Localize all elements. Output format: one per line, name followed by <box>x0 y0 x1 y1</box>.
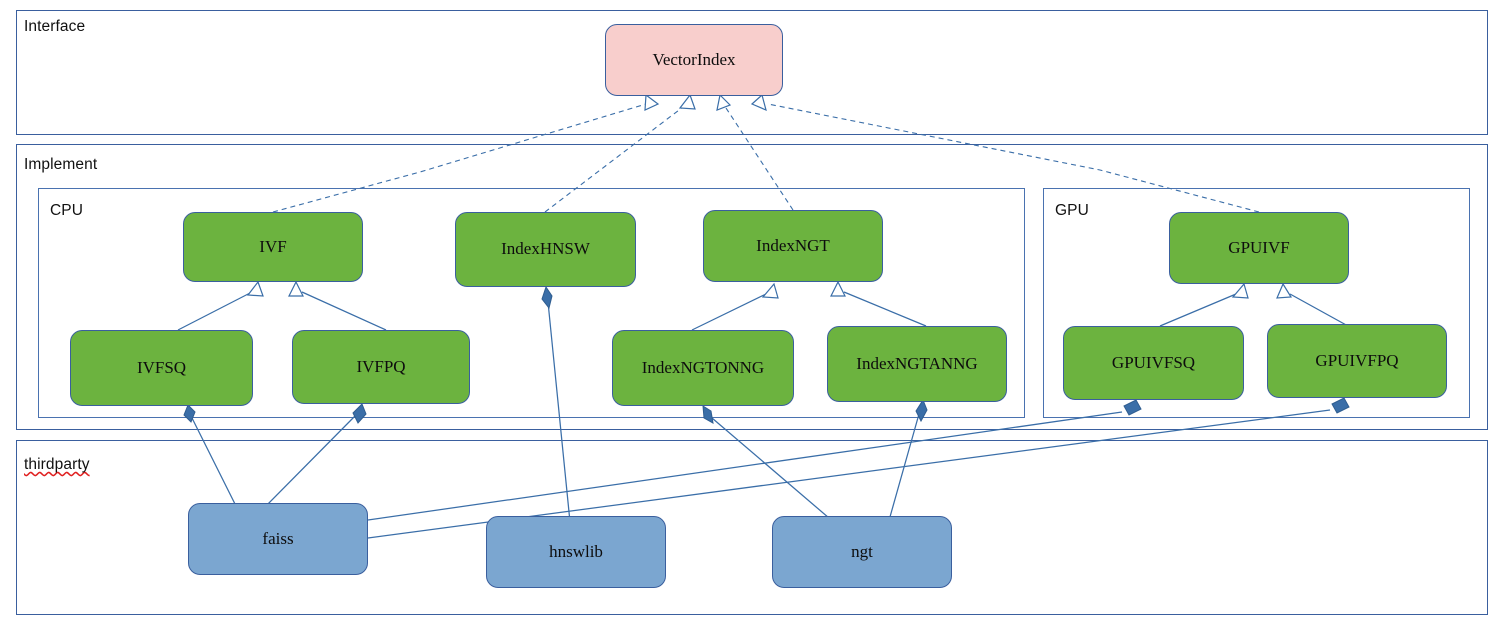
node-indexngtanng[interactable]: IndexNGTANNG <box>827 326 1007 402</box>
node-indexhnsw[interactable]: IndexHNSW <box>455 212 636 287</box>
node-ivfpq[interactable]: IVFPQ <box>292 330 470 404</box>
container-label-thirdparty: thirdparty <box>24 456 90 473</box>
node-vectorindex[interactable]: VectorIndex <box>605 24 783 96</box>
node-gpuivfpq[interactable]: GPUIVFPQ <box>1267 324 1447 398</box>
subcontainer-label-cpu: CPU <box>50 202 84 219</box>
node-faiss[interactable]: faiss <box>188 503 368 575</box>
container-label-interface: Interface <box>24 18 86 35</box>
node-indexngt[interactable]: IndexNGT <box>703 210 883 282</box>
subcontainer-label-gpu: GPU <box>1055 202 1089 219</box>
node-gpuivfsq[interactable]: GPUIVFSQ <box>1063 326 1244 400</box>
node-ivfsq[interactable]: IVFSQ <box>70 330 253 406</box>
node-ivf[interactable]: IVF <box>183 212 363 282</box>
node-indexngtonng[interactable]: IndexNGTONNG <box>612 330 794 406</box>
node-ngt[interactable]: ngt <box>772 516 952 588</box>
container-label-implement: Implement <box>24 156 98 173</box>
node-hnswlib[interactable]: hnswlib <box>486 516 666 588</box>
node-gpuivf[interactable]: GPUIVF <box>1169 212 1349 284</box>
